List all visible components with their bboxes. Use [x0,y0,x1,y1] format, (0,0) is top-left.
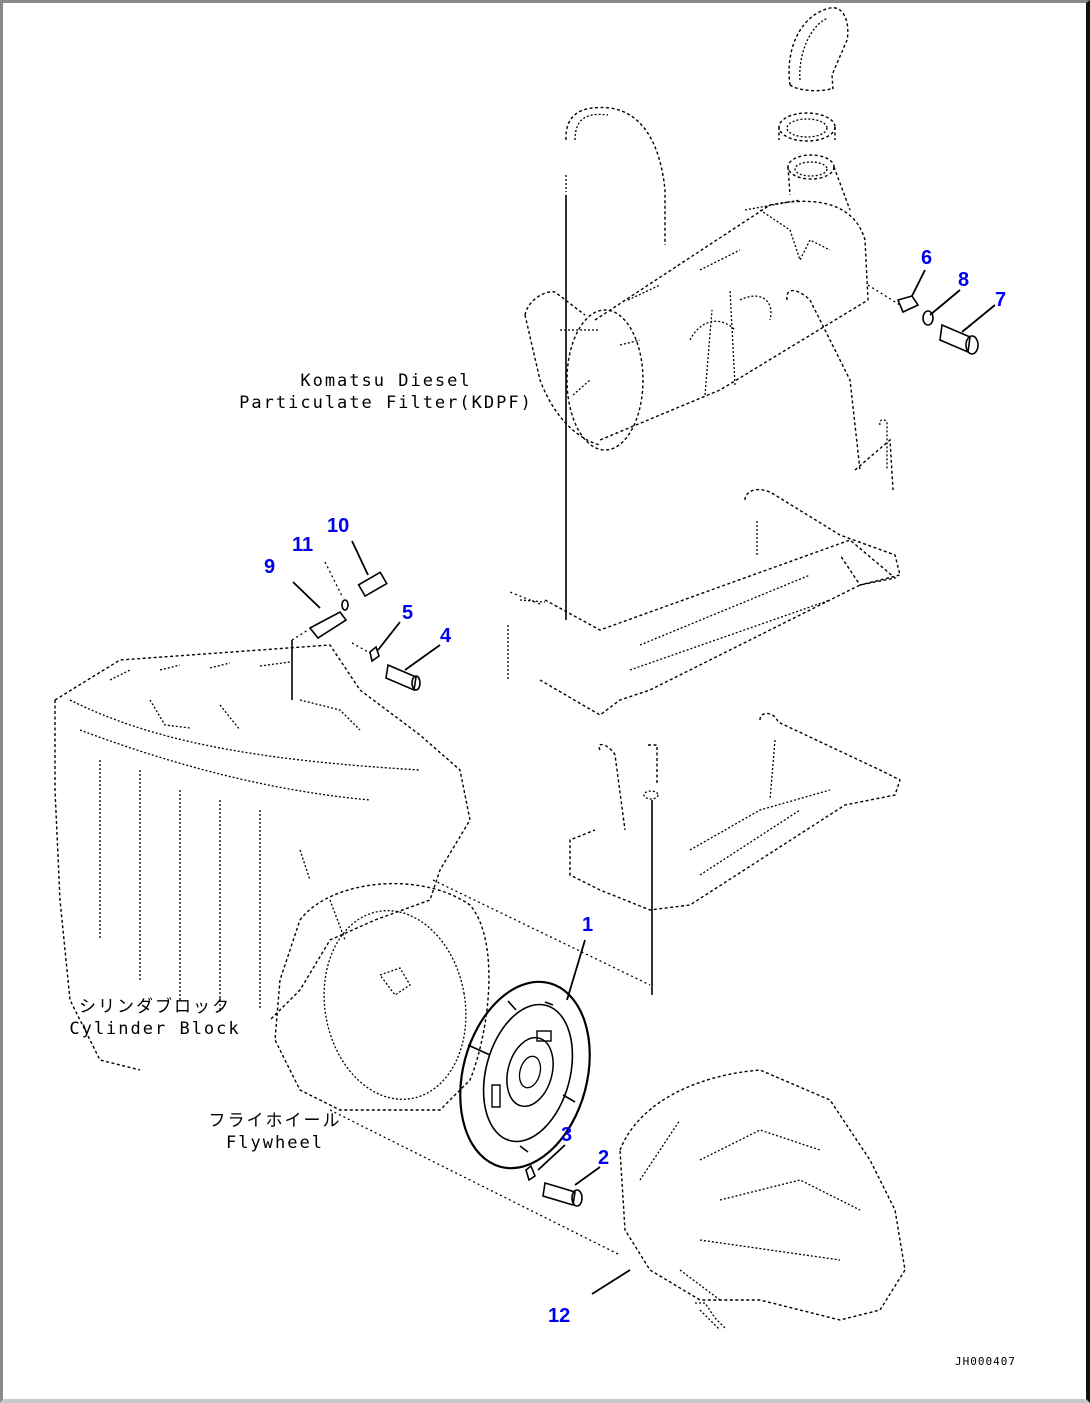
flywheel-label-jp: フライホイール [208,1111,342,1131]
cylinder-block-label-en: Cylinder Block [69,1019,241,1039]
callout-6[interactable]: 6 [921,247,933,269]
callout-2[interactable]: 2 [598,1147,610,1169]
engine-cylinder-block [54,644,471,1071]
callout-10[interactable]: 10 [327,515,350,537]
callout-9[interactable]: 9 [264,556,276,578]
cylinder-block-label: シリンダブロック Cylinder Block [55,996,255,1040]
callout-3[interactable]: 3 [561,1124,573,1146]
callout-7[interactable]: 7 [995,289,1007,311]
clamp-ring [778,112,836,142]
callout-12[interactable]: 12 [548,1305,571,1327]
dpf-label-line1: Komatsu Diesel [300,371,472,391]
dpf-lower-bracket [569,712,901,995]
flywheel-label-en: Flywheel [226,1133,324,1153]
callout-11[interactable]: 11 [292,534,314,556]
alignment-lines [329,591,651,1256]
dpf-upper-bracket [507,289,901,716]
clutch-bolt [542,1181,583,1207]
bracket-fasteners [896,295,979,355]
callout-leaders [292,269,996,1295]
exhaust-sensors [291,571,421,700]
flywheel-housing [274,882,490,1111]
drawing-reference-code: JH000407 [955,1355,1016,1368]
callout-1[interactable]: 1 [582,914,594,936]
dpf-label: Komatsu Diesel Particulate Filter(KDPF) [236,370,536,414]
cylinder-block-label-jp: シリンダブロック [79,997,231,1017]
callout-5[interactable]: 5 [402,602,414,624]
dpf-outlet [787,154,851,211]
callout-8[interactable]: 8 [958,269,970,291]
dpf-body [524,199,901,451]
elbow-pipe [788,7,849,92]
transmission-assembly [619,1069,906,1331]
flywheel-label: フライホイール Flywheel [205,1110,345,1154]
clutch-disc [459,980,591,1182]
dpf-label-line2: Particulate Filter(KDPF) [239,393,533,413]
callout-4[interactable]: 4 [440,625,452,647]
sensor-harness [565,106,666,620]
